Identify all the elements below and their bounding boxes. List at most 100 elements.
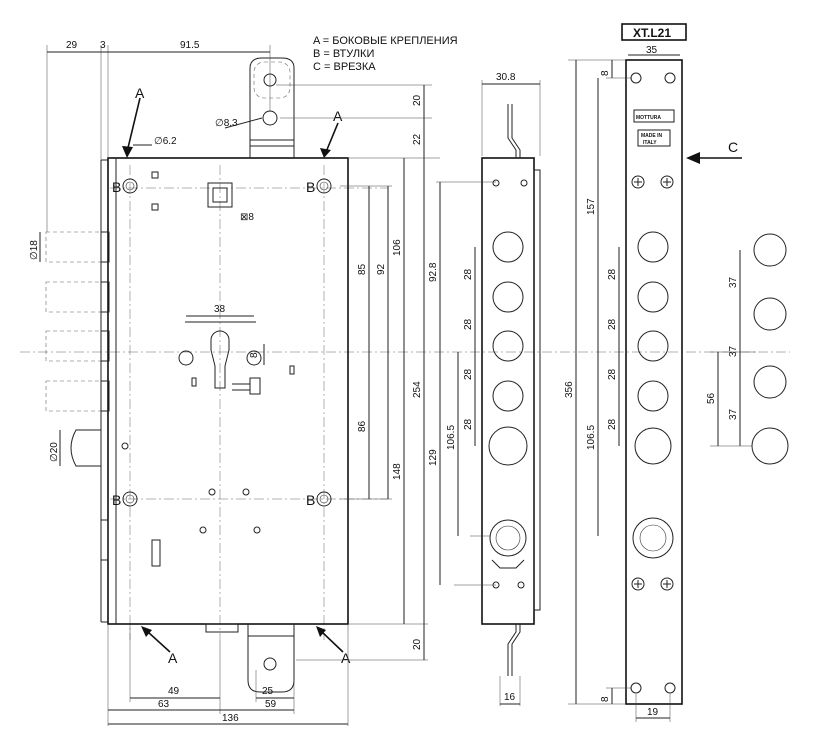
bush-bottom-left xyxy=(122,491,138,507)
dim-20-bottom: 20 xyxy=(412,638,423,650)
dim-56: 56 xyxy=(706,392,717,404)
svg-text:MADE IN: MADE IN xyxy=(641,133,663,139)
pattern-bolt-1 xyxy=(753,233,787,267)
dim-19: 19 xyxy=(647,707,659,718)
label-b-3: B xyxy=(112,492,121,508)
model-label-box xyxy=(621,23,687,41)
dim-28-plate-1: 28 xyxy=(607,268,618,280)
plate-bolt-3 xyxy=(637,330,669,362)
bolt-pattern-view: 37 37 37 56 xyxy=(706,233,789,465)
dim-20-top: 20 xyxy=(412,94,423,106)
dim-8-bottom: 8 xyxy=(600,696,611,702)
brand-plate xyxy=(633,109,675,123)
label-a-2: A xyxy=(333,108,343,124)
dim-92: 92 xyxy=(376,263,387,275)
cylinder-screw-right xyxy=(246,350,262,366)
dim-28-plate-2: 28 xyxy=(607,318,618,330)
bush-top-left xyxy=(122,178,138,194)
lug-hole-bottom xyxy=(263,657,277,671)
plate-bolt-2 xyxy=(637,281,669,313)
dim-157: 157 xyxy=(586,198,597,215)
dim-30-8: 30.8 xyxy=(496,72,516,83)
dim-8-top: 8 xyxy=(600,70,611,76)
latch-bolt xyxy=(70,429,101,467)
dim-59: 59 xyxy=(265,699,277,710)
label-c: C xyxy=(728,139,738,155)
dim-86: 86 xyxy=(357,420,368,432)
dim-dia-20: ∅20 xyxy=(49,442,60,462)
dim-37-1: 37 xyxy=(728,276,739,288)
side-bolt-2 xyxy=(492,281,524,313)
dim-25: 25 xyxy=(262,686,274,697)
pattern-bolt-2 xyxy=(753,297,787,331)
dim-29: 29 xyxy=(66,40,78,51)
side-bolt-4 xyxy=(492,380,524,412)
faceplate-view: XT.L21 35 MOTTURA MADE IN ITALY C xyxy=(564,23,742,722)
side-view: 30.8 92.8 129 106.5 28 28 28 2 xyxy=(428,72,541,706)
dim-dia-6-2: ∅6.2 xyxy=(154,136,177,147)
euro-cylinder-cutout xyxy=(210,330,230,389)
dim-136: 136 xyxy=(222,713,239,724)
svg-text:ITALY: ITALY xyxy=(643,140,657,146)
dim-8: 8 xyxy=(249,352,260,358)
label-b-1: B xyxy=(112,179,121,195)
lock-body-view: B B B B xyxy=(20,40,790,726)
dim-37-2: 37 xyxy=(728,345,739,357)
legend: A = БОКОВЫЕ КРЕПЛЕНИЯ B = ВТУЛКИ C = ВРЕ… xyxy=(313,35,458,73)
dim-28-side-4: 28 xyxy=(463,418,474,430)
dim-28-side-1: 28 xyxy=(463,268,474,280)
bush-top-right xyxy=(316,178,332,194)
dim-28-plate-4: 28 xyxy=(607,418,618,430)
plate-bolt-4 xyxy=(637,380,669,412)
dim-38: 38 xyxy=(214,304,226,315)
dim-254: 254 xyxy=(412,381,423,398)
legend-line-a: A = БОКОВЫЕ КРЕПЛЕНИЯ xyxy=(313,35,458,47)
dim-dia-8-3: ∅8.3 xyxy=(215,118,238,129)
dim-63: 63 xyxy=(158,699,170,710)
dim-85: 85 xyxy=(357,263,368,275)
top-mounting-lug xyxy=(249,57,295,158)
legend-line-b: B = ВТУЛКИ xyxy=(313,48,374,60)
dim-49: 49 xyxy=(168,686,180,697)
lug-hole-top xyxy=(262,110,278,126)
dim-28-plate-3: 28 xyxy=(607,368,618,380)
plate-cylinder xyxy=(632,517,674,559)
plate-bolt-1 xyxy=(637,231,669,263)
label-b-4: B xyxy=(306,492,315,508)
label-a-3: A xyxy=(168,650,178,666)
dim-3: 3 xyxy=(100,40,106,51)
square-follower xyxy=(207,182,233,208)
dim-129: 129 xyxy=(428,449,439,466)
pattern-bolt-4 xyxy=(751,427,789,465)
side-bolt-3 xyxy=(492,330,524,362)
dim-28-side-3: 28 xyxy=(463,368,474,380)
lock-case xyxy=(107,157,349,625)
dim-148: 148 xyxy=(392,463,403,480)
faceplate-front xyxy=(625,59,683,705)
label-b-2: B xyxy=(306,179,315,195)
dim-92-8: 92.8 xyxy=(428,262,439,282)
dim-35: 35 xyxy=(646,45,658,56)
dim-22: 22 xyxy=(412,133,423,145)
dim-356: 356 xyxy=(564,381,575,398)
dim-106: 106 xyxy=(392,239,403,256)
plate-latch xyxy=(634,427,672,465)
deadbolts xyxy=(45,231,110,467)
dim-16: 16 xyxy=(504,692,516,703)
dim-28-side-2: 28 xyxy=(463,318,474,330)
label-a-1: A xyxy=(135,85,145,101)
side-cylinder xyxy=(489,519,527,557)
side-bolt-1 xyxy=(492,231,524,263)
svg-text:MOTTURA: MOTTURA xyxy=(636,115,661,121)
dim-dia-18: ∅18 xyxy=(29,240,40,260)
dim-91-5: 91.5 xyxy=(180,40,200,51)
dim-square-8: ⊠8 xyxy=(240,212,254,223)
dim-106-5-plate: 106.5 xyxy=(586,425,597,450)
bottom-mounting-lug xyxy=(247,624,295,693)
bush-bottom-right xyxy=(316,491,332,507)
model-label: XT.L21 xyxy=(633,26,671,40)
dim-37-3: 37 xyxy=(728,408,739,420)
legend-line-c: C = ВРЕЗКА xyxy=(313,61,376,73)
cylinder-screw-left xyxy=(178,350,194,366)
